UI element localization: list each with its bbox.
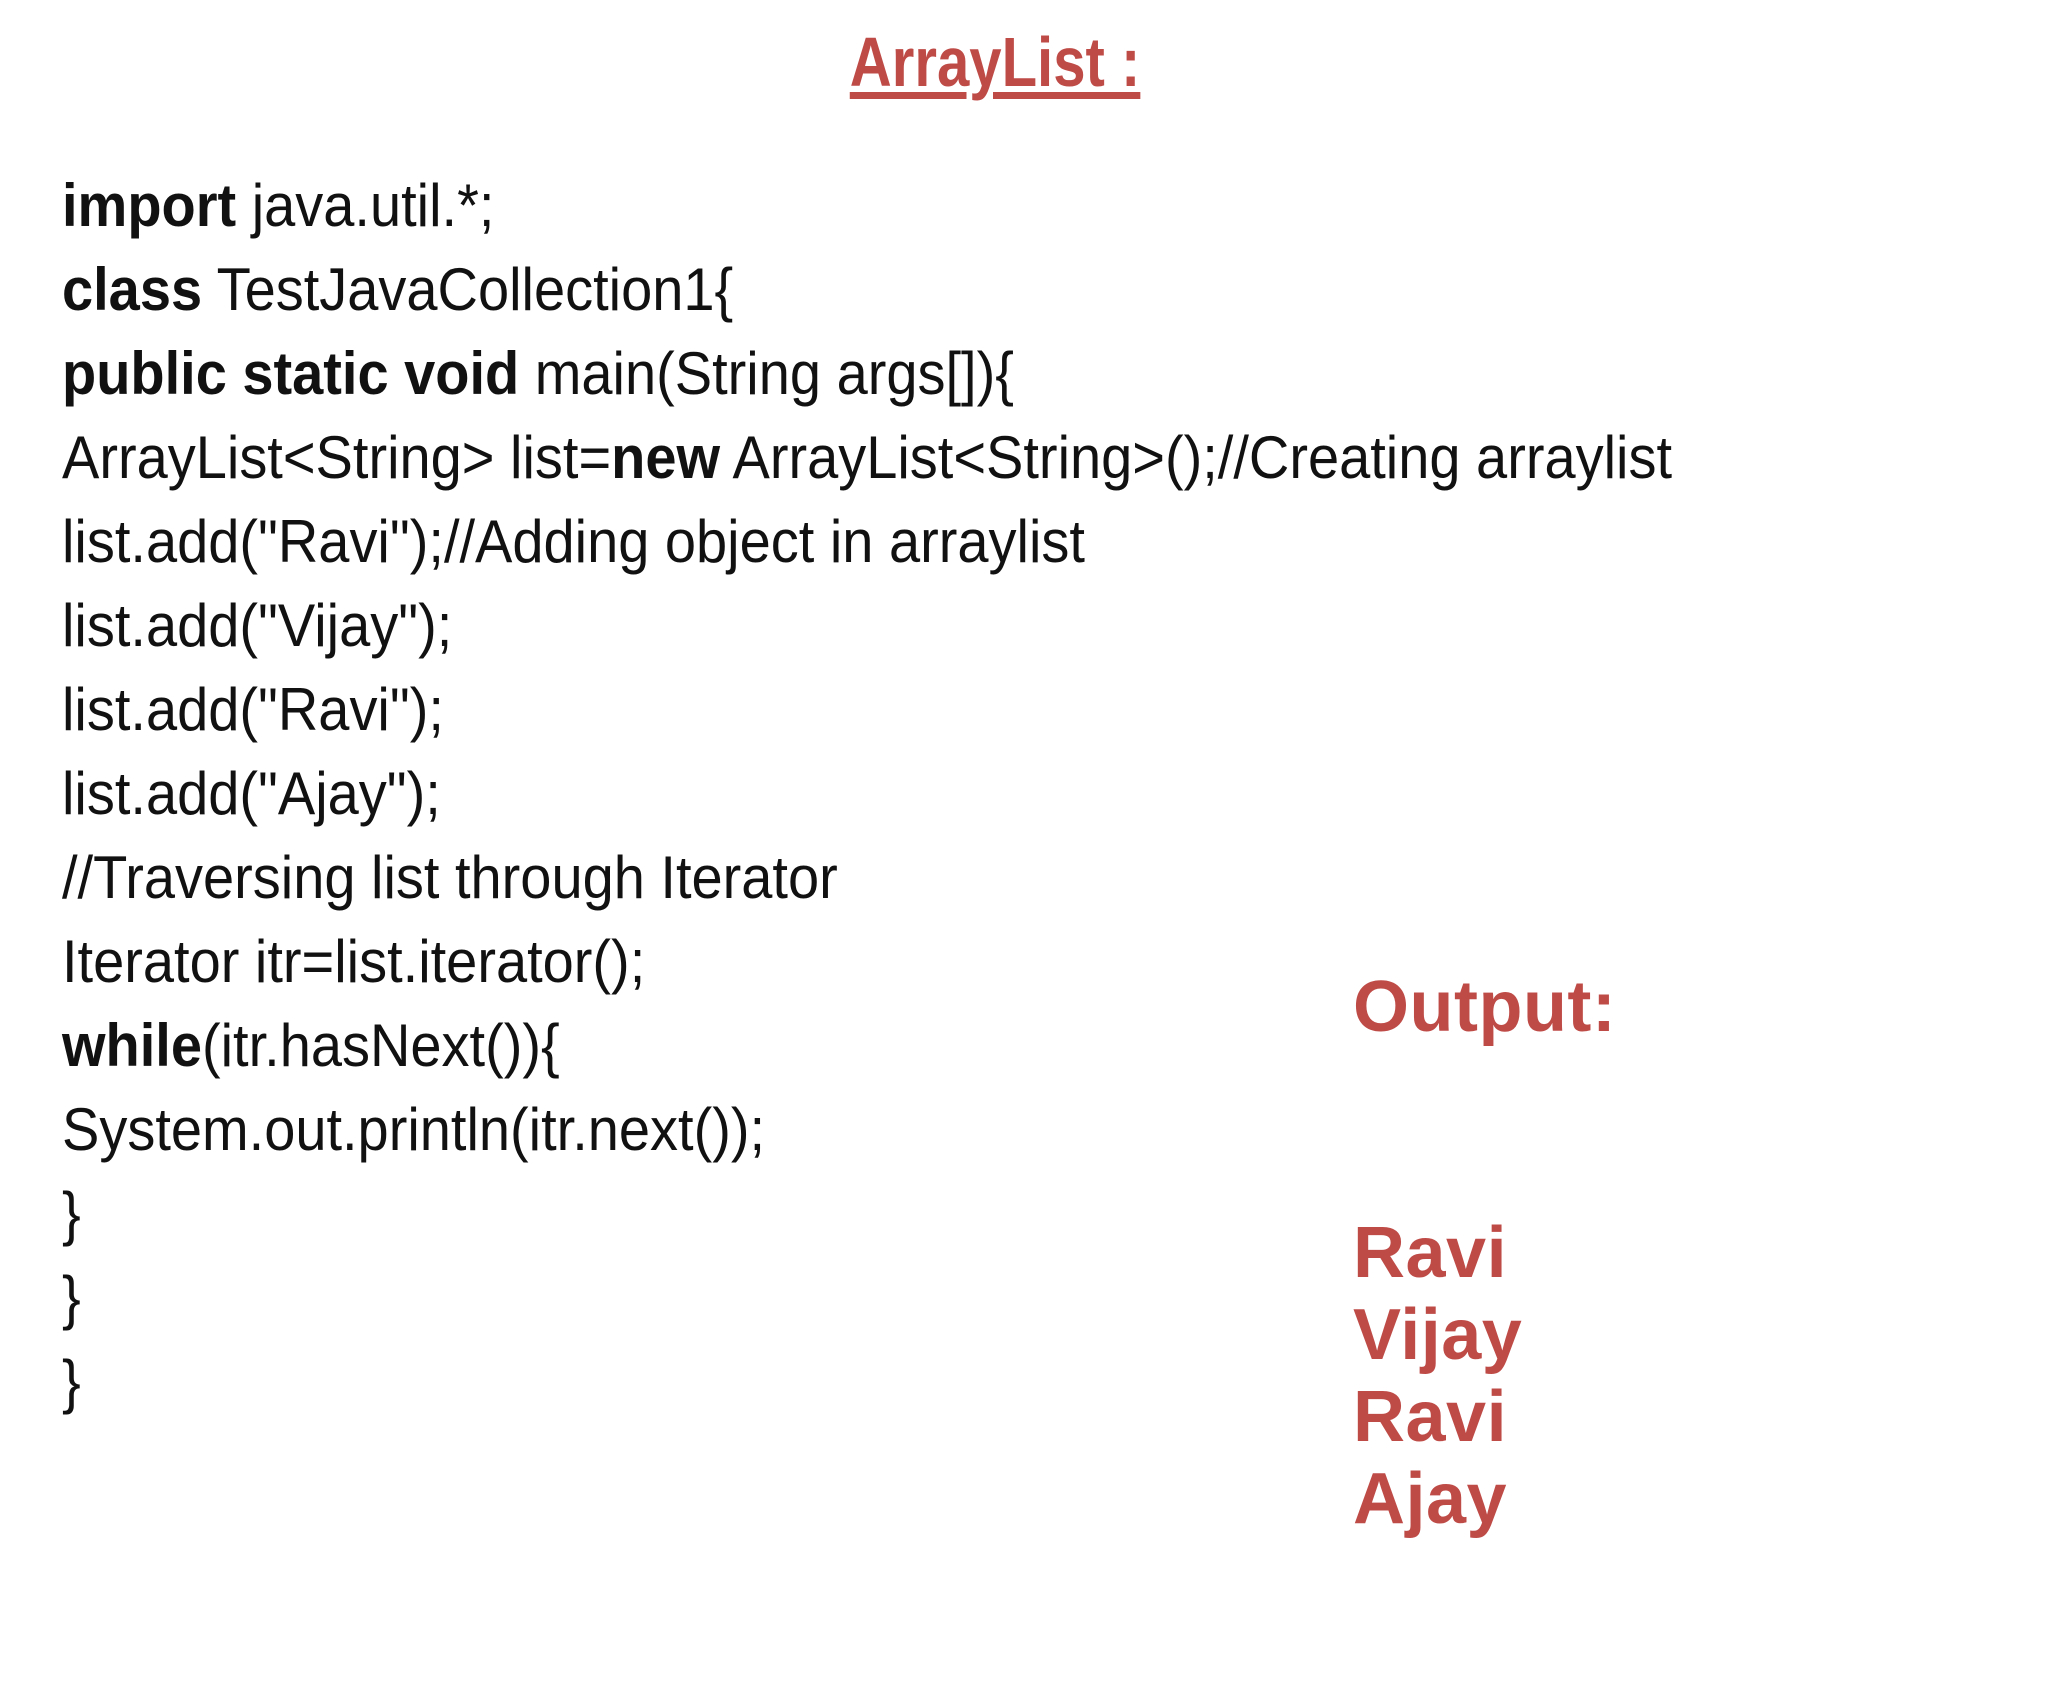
code-block: import java.util.*;class TestJavaCollect… xyxy=(62,164,1672,1424)
code-line: } xyxy=(62,1340,1672,1424)
code-text: //Traversing list through Iterator xyxy=(62,844,838,911)
output-line: Vijay xyxy=(1353,1295,1523,1375)
code-line: list.add("Ravi"); xyxy=(62,668,1672,752)
output-line: Ajay xyxy=(1353,1459,1508,1539)
code-text: list.add("Ajay"); xyxy=(62,760,441,827)
code-text: list.add("Ravi"); xyxy=(62,676,444,743)
code-keyword: import xyxy=(62,172,237,239)
code-text: java.util.*; xyxy=(236,172,495,239)
code-line: } xyxy=(62,1172,1672,1256)
code-keyword: new xyxy=(611,424,721,491)
code-line: list.add("Ajay"); xyxy=(62,752,1672,836)
code-text: (itr.hasNext()){ xyxy=(201,1012,560,1079)
output-heading: Output: xyxy=(1353,967,1617,1047)
code-text: } xyxy=(62,1180,81,1247)
code-text: System.out.println(itr.next()); xyxy=(62,1096,766,1163)
code-text: main(String args[]){ xyxy=(519,340,1014,407)
code-line: ArrayList<String> list=new ArrayList<Str… xyxy=(62,416,1672,500)
code-keyword: public static void xyxy=(62,340,520,407)
title-wrap: ArrayList : xyxy=(0,22,2019,102)
code-text: TestJavaCollection1{ xyxy=(202,256,734,323)
code-text: list.add("Ravi");//Adding object in arra… xyxy=(62,508,1085,575)
output-line: Ravi xyxy=(1353,1377,1508,1457)
code-text: Iterator itr=list.iterator(); xyxy=(62,928,646,995)
code-text: ArrayList<String>();//Creating arraylist xyxy=(720,424,1673,491)
code-line: list.add("Vijay"); xyxy=(62,584,1672,668)
code-keyword: class xyxy=(62,256,203,323)
code-text: } xyxy=(62,1348,81,1415)
slide: ArrayList : import java.util.*;class Tes… xyxy=(0,22,2019,1539)
code-line: System.out.println(itr.next()); xyxy=(62,1088,1672,1172)
code-text: ArrayList<String> list= xyxy=(62,424,612,491)
code-line: import java.util.*; xyxy=(62,164,1672,248)
code-line: while(itr.hasNext()){ xyxy=(62,1004,1672,1088)
code-text: list.add("Vijay"); xyxy=(62,592,453,659)
code-line: public static void main(String args[]){ xyxy=(62,332,1672,416)
code-text: } xyxy=(62,1264,81,1331)
code-line: //Traversing list through Iterator xyxy=(62,836,1672,920)
code-keyword: while xyxy=(62,1012,202,1079)
page-title: ArrayList : xyxy=(849,23,1141,101)
code-line: list.add("Ravi");//Adding object in arra… xyxy=(62,500,1672,584)
output-line: Ravi xyxy=(1353,1213,1508,1293)
code-line: class TestJavaCollection1{ xyxy=(62,248,1672,332)
code-line: } xyxy=(62,1256,1672,1340)
code-line: Iterator itr=list.iterator(); xyxy=(62,920,1672,1004)
